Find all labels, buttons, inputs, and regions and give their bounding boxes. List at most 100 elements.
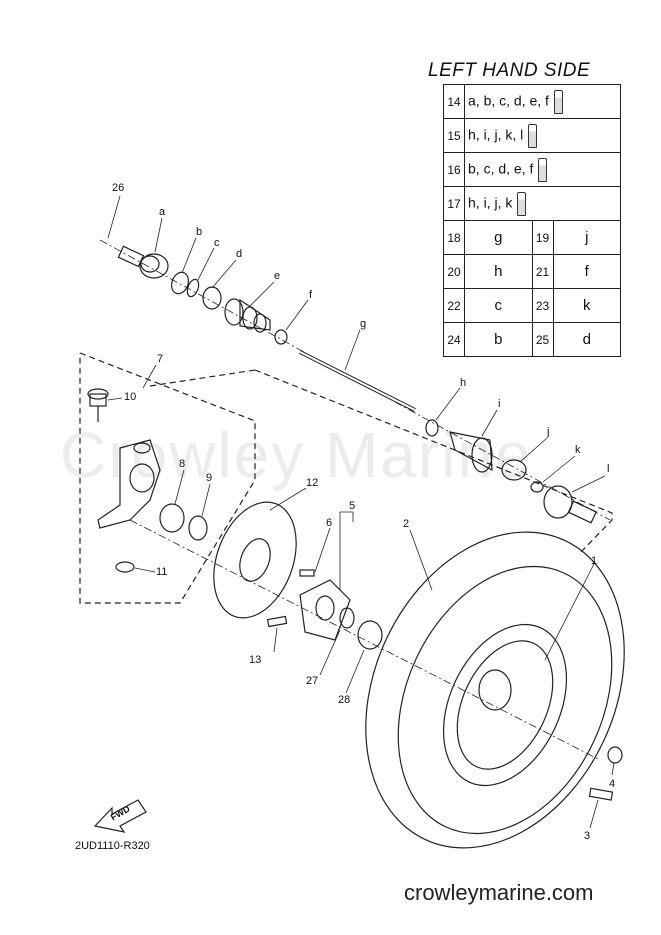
kit-cell: a, b, c, d, e, f: [464, 84, 621, 119]
callout-28[interactable]: 28: [338, 694, 351, 706]
grease-tube-icon: [538, 157, 548, 182]
pair-row: 18 g 19 j: [443, 220, 621, 255]
pair-row: 24 b 25 d: [443, 322, 621, 357]
callout-8[interactable]: 8: [179, 458, 186, 470]
part-letter: f: [552, 254, 621, 289]
leader-lines: [107, 195, 615, 829]
callout-3[interactable]: 3: [584, 830, 591, 842]
kit-number: 14: [443, 84, 465, 119]
grease-tube-icon: [517, 191, 527, 216]
part-letter: k: [552, 288, 621, 323]
circlip-b: [170, 271, 190, 295]
callout-26[interactable]: 26: [112, 182, 125, 194]
part-number: 20: [443, 254, 465, 289]
callout-k[interactable]: k: [575, 444, 581, 456]
band-f: [274, 329, 288, 345]
circlip-11: [115, 561, 135, 573]
kit-row: 15 h, i, j, k, l: [443, 118, 621, 153]
band-d: [202, 286, 222, 310]
callout-c[interactable]: c: [214, 237, 220, 249]
callout-11[interactable]: 11: [156, 566, 168, 578]
circlip-9: [188, 515, 208, 541]
callout-h[interactable]: h: [460, 377, 467, 389]
site-name[interactable]: crowleymarine.com: [404, 880, 594, 905]
inner-cv-joint: [543, 485, 597, 524]
grease-tube-icon: [553, 89, 563, 114]
watermark: Crowley Marine: [60, 419, 533, 491]
kit-number: 17: [443, 186, 465, 221]
callout-2[interactable]: 2: [403, 518, 410, 530]
drive-shaft: [299, 350, 416, 412]
part-letter: h: [464, 254, 533, 289]
steering-knuckle: [97, 439, 161, 529]
brake-disc: [213, 501, 297, 619]
callout-g[interactable]: g: [360, 318, 367, 330]
kit-cell: h, i, j, k: [464, 186, 621, 221]
kit-cell: b, c, d, e, f: [464, 152, 621, 187]
side-title: LEFT HAND SIDE: [428, 60, 591, 81]
kit-number: 16: [443, 152, 465, 187]
fwd-arrow-icon: [93, 799, 147, 833]
callout-e[interactable]: e: [274, 270, 281, 282]
part-letter: g: [464, 220, 533, 255]
callout-l[interactable]: l: [607, 463, 610, 475]
part-letter: d: [552, 322, 621, 357]
callout-10[interactable]: 10: [124, 391, 137, 403]
wheel-and-tire: [365, 531, 625, 849]
callout-27[interactable]: 27: [306, 675, 319, 687]
part-number: 19: [531, 220, 554, 255]
callout-6[interactable]: 6: [326, 517, 333, 529]
kit-number: 15: [443, 118, 465, 153]
pair-row: 22 c 23 k: [443, 288, 621, 323]
part-number: 23: [531, 288, 554, 323]
bolt-13: [266, 615, 288, 628]
kit-parts: b, c, d, e, f: [468, 160, 534, 177]
callout-j[interactable]: j: [547, 426, 550, 438]
part-letter: j: [552, 220, 621, 255]
pair-row: 20 h 21 f: [443, 254, 621, 289]
part-number: 21: [531, 254, 554, 289]
band-j: [501, 459, 527, 481]
bolt-6: [299, 569, 315, 577]
callout-d[interactable]: d: [236, 248, 243, 260]
callout-13[interactable]: 13: [249, 654, 262, 666]
part-number: 18: [443, 220, 465, 255]
assembly-outline: [79, 352, 613, 604]
callout-i[interactable]: i: [498, 398, 501, 410]
callout-4[interactable]: 4: [609, 778, 616, 790]
stud-3: [588, 787, 614, 801]
bearing-8: [159, 503, 185, 533]
kit-row: 17 h, i, j, k: [443, 186, 621, 221]
callout-9[interactable]: 9: [206, 472, 213, 484]
part-number: 25: [531, 322, 554, 357]
kit-parts: h, i, j, k, l: [468, 126, 524, 143]
kit-cell: h, i, j, k, l: [464, 118, 621, 153]
kit-parts: a, b, c, d, e, f: [468, 92, 549, 109]
wheel-nut-4: [607, 746, 623, 764]
grease-tube-icon: [528, 123, 538, 148]
callout-f[interactable]: f: [309, 289, 313, 301]
part-letter: b: [464, 322, 533, 357]
wheel-hub: [299, 579, 351, 641]
callout-7[interactable]: 7: [157, 353, 164, 365]
part-number: 24: [443, 322, 465, 357]
nut-28: [357, 620, 383, 650]
collar-27: [339, 607, 355, 629]
inner-boot: [449, 431, 493, 473]
kit-table: 14 a, b, c, d, e, f 15 h, i, j, k, l 16 …: [443, 84, 621, 357]
callout-12[interactable]: 12: [306, 477, 319, 489]
callout-b[interactable]: b: [196, 226, 203, 238]
kit-row: 14 a, b, c, d, e, f: [443, 84, 621, 119]
part-number: 22: [443, 288, 465, 323]
circlip-k: [530, 481, 544, 493]
callout-1[interactable]: 1: [591, 555, 598, 567]
callout-a[interactable]: a: [159, 206, 166, 218]
outer-cv-joint: [117, 245, 169, 279]
ball-joint: [87, 388, 109, 422]
band-h: [425, 419, 439, 437]
callout-5[interactable]: 5: [349, 500, 356, 512]
kit-parts: h, i, j, k: [468, 194, 513, 211]
part-letter: c: [464, 288, 533, 323]
